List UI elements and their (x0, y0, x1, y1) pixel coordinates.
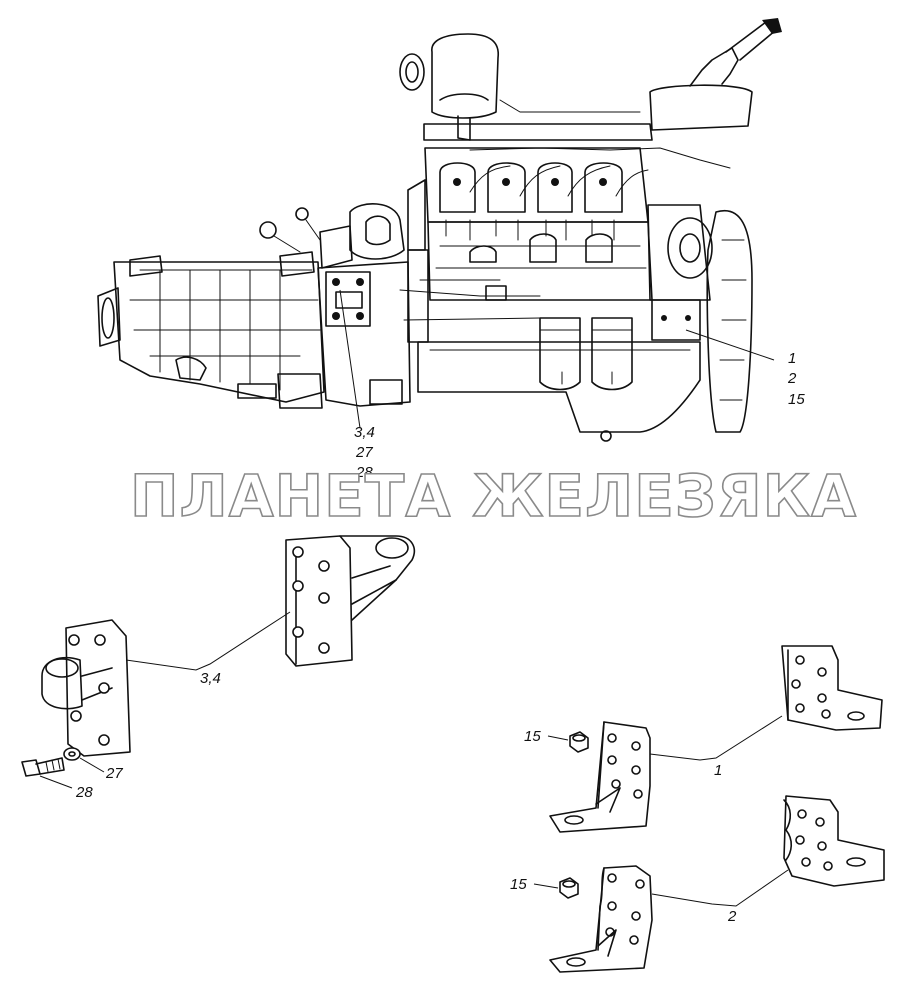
callout-27: 27 (105, 765, 123, 782)
bolt-28 (21, 757, 65, 777)
front-bracket-2-plate (783, 795, 885, 887)
engine-assembly (97, 18, 782, 442)
callout-28-engine: 28 (355, 464, 373, 481)
callout-15-upper: 15 (524, 728, 541, 745)
nut-15-lower (559, 877, 579, 899)
nut-15-upper (569, 731, 589, 753)
callout-2: 2 (727, 908, 737, 925)
front-bracket-2-angle (549, 865, 653, 973)
front-bracket-1-plate (781, 645, 883, 731)
callout-1-engine: 1 (788, 350, 796, 367)
callout-15-lower: 15 (510, 876, 527, 893)
callout-2-engine: 2 (787, 370, 797, 387)
front-bracket-1-angle (549, 721, 651, 833)
callout-28: 28 (75, 784, 93, 801)
washer-27 (63, 747, 81, 761)
watermark-text: ПЛАНЕТА ЖЕЛЕЗЯКА (130, 462, 857, 530)
callout-15-engine: 15 (788, 391, 805, 408)
callout-1: 1 (714, 762, 722, 779)
rear-bracket-upper (285, 535, 416, 667)
rear-bracket-lower (41, 619, 131, 757)
callout-3-4: 3,4 (200, 670, 221, 687)
callout-27-engine: 27 (355, 444, 373, 461)
callout-3-4-engine: 3,4 (354, 424, 375, 441)
